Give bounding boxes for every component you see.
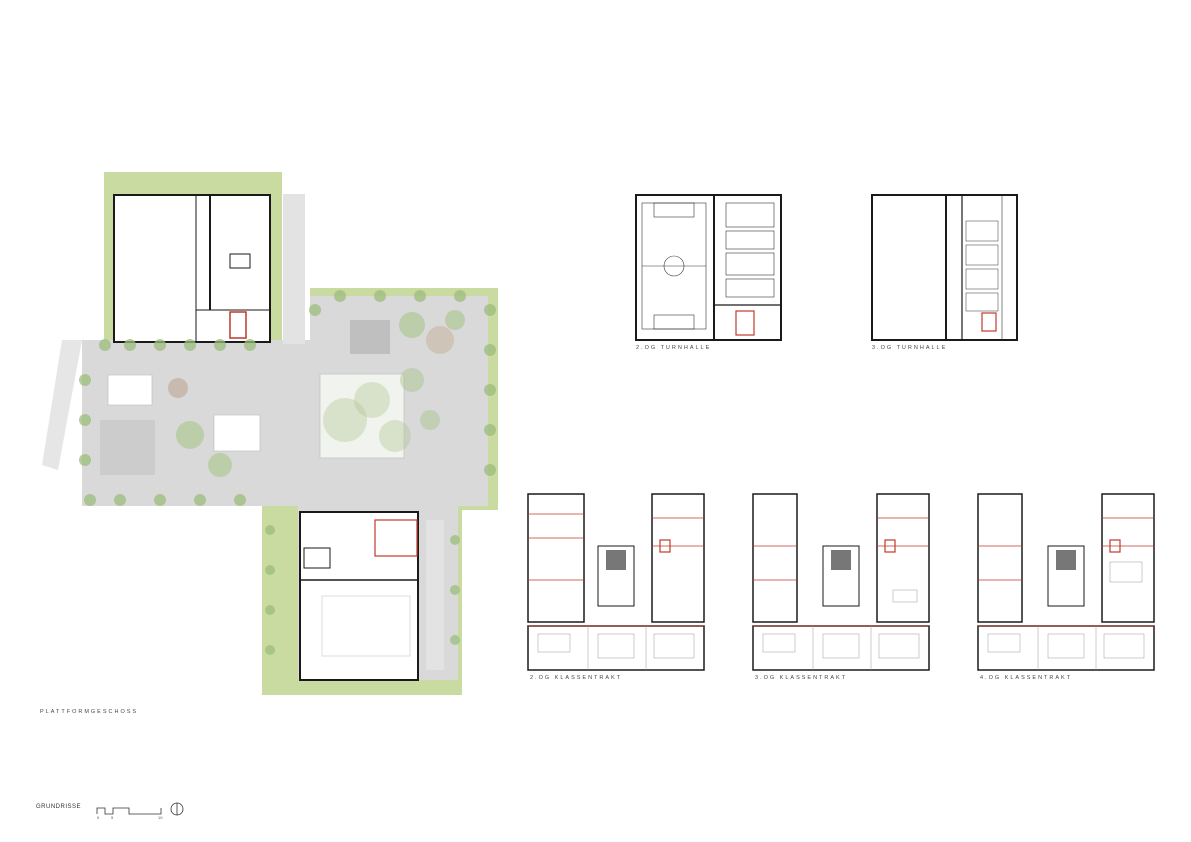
klassentrakt-plan-2-caption: 3.OG KLASSENTRAKT: [755, 675, 848, 681]
klassentrakt-plan-1-caption: 2.OG KLASSENTRAKT: [530, 675, 623, 681]
north-arrow-icon: [170, 802, 184, 816]
klassentrakt-plan-2: [752, 493, 930, 671]
klassentrakt-plan-3: [977, 493, 1155, 671]
lane-south: [426, 520, 444, 670]
klassentrakt-plan-1: [527, 493, 705, 671]
legend-title: GRUNDRISSE: [36, 804, 82, 810]
turnhalle-plan-1: [635, 194, 782, 341]
access-lane: [283, 194, 305, 344]
pavilion-center: [213, 414, 261, 452]
courtyard-opening: [319, 373, 405, 459]
scale-label-5: 5: [111, 815, 114, 820]
ramp-west: [42, 340, 82, 470]
scale-label-0: 0: [97, 815, 100, 820]
sports-field-small: [100, 420, 155, 475]
scale-label-10: 10: [158, 815, 163, 820]
site-plan-caption: PLATTFORMGESCHOSS: [40, 709, 139, 715]
turnhalle-plan-2-caption: 3.OG TURNHALLE: [872, 345, 948, 351]
turnhalle-plan-2: [871, 194, 1018, 341]
turnhalle-plan-1-caption: 2.OG TURNHALLE: [636, 345, 712, 351]
pavilion-west: [107, 374, 153, 406]
scale-bar-icon: [96, 807, 162, 815]
klassentrakt-plan-3-caption: 4.OG KLASSENTRAKT: [980, 675, 1073, 681]
